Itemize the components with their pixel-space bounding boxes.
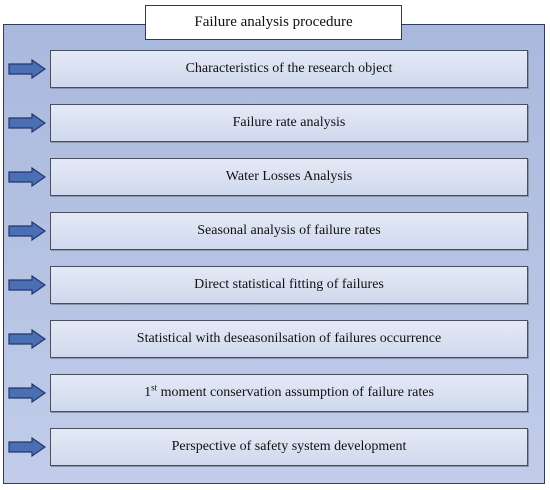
step-label-6: Statistical with deseasonilsation of fai… (136, 331, 442, 346)
arrow-right-icon (8, 113, 46, 133)
step-label-7-prefix: 1 (144, 385, 152, 400)
step-box-5: Direct statistical fitting of failures (50, 266, 528, 304)
step-label-4: Seasonal analysis of failure rates (197, 223, 381, 238)
step-label-8: Perspective of safety system development (171, 439, 407, 454)
step-row-2: Failure rate analysis (0, 104, 550, 142)
step-box-6: Statistical with deseasonilsation of fai… (50, 320, 528, 358)
step-box-2: Failure rate analysis (50, 104, 528, 142)
arrow-right-icon (8, 275, 46, 295)
step-box-3: Water Losses Analysis (50, 158, 528, 196)
arrow-right-icon (8, 221, 46, 241)
step-label-7-ordinal: st (151, 382, 158, 393)
step-box-1: Characteristics of the research object (50, 50, 528, 88)
arrow-right-icon (8, 59, 46, 79)
step-label-1: Characteristics of the research object (185, 61, 393, 76)
step-row-3: Water Losses Analysis (0, 158, 550, 196)
step-row-8: Perspective of safety system development (0, 428, 550, 466)
arrow-right-icon (8, 383, 46, 403)
step-label-7: 1st moment conservation assumption of fa… (144, 382, 434, 401)
step-row-1: Characteristics of the research object (0, 50, 550, 88)
step-row-7: 1st moment conservation assumption of fa… (0, 374, 550, 412)
arrow-right-icon (8, 329, 46, 349)
step-box-8: Perspective of safety system development (50, 428, 528, 466)
step-row-6: Statistical with deseasonilsation of fai… (0, 320, 550, 358)
step-row-4: Seasonal analysis of failure rates (0, 212, 550, 250)
arrow-right-icon (8, 167, 46, 187)
step-box-4: Seasonal analysis of failure rates (50, 212, 528, 250)
arrow-right-icon (8, 437, 46, 457)
step-box-7: 1st moment conservation assumption of fa… (50, 374, 528, 412)
step-label-3: Water Losses Analysis (225, 169, 353, 184)
diagram-title: Failure analysis procedure (145, 5, 402, 40)
step-row-5: Direct statistical fitting of failures (0, 266, 550, 304)
step-label-2: Failure rate analysis (232, 115, 346, 130)
step-label-5: Direct statistical fitting of failures (194, 277, 384, 292)
step-label-7-text: moment conservation assumption of failur… (157, 385, 434, 400)
